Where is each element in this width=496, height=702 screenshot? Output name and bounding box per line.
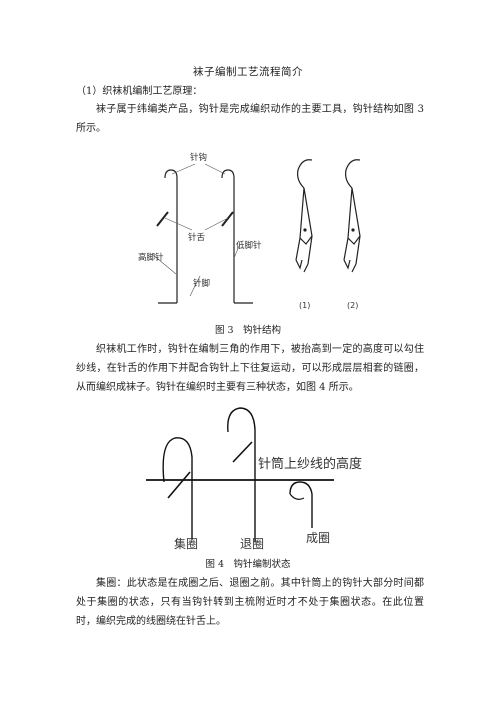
figure-needle-structure: 针钩 针舌 高脚针 低脚针 针脚 (1) (2) <box>138 152 361 310</box>
label-tuck: 集圈 <box>174 536 198 551</box>
figure-3-caption: 图 3 钩针结构 <box>214 325 282 336</box>
tuck-needle <box>162 437 193 540</box>
loop-needle <box>289 481 313 528</box>
paragraph-intro: 袜子属于纬编类产品，钩针是完成编织动作的主要工具，钩针结构如图 3 所示。 <box>76 104 424 134</box>
paragraph-machine-operation: 织袜机工作时，钩针在编制三角的作用下，被抬高到一定的高度可以勾住纱线，在针舌的作… <box>76 344 424 393</box>
page-title: 袜子编制工艺流程简介 <box>193 66 303 78</box>
label-tongue: 针舌 <box>188 232 206 243</box>
label-loop: 成圈 <box>306 531 330 545</box>
right-needle-tongue <box>221 211 234 227</box>
label-detail-2: (2) <box>347 301 358 310</box>
left-needle-shank <box>164 169 178 303</box>
figure-4-caption: 图 4 钩针编制状态 <box>205 559 291 570</box>
label-hook: 针钩 <box>190 152 207 163</box>
left-needle-tongue <box>156 211 169 227</box>
retract-needle <box>227 407 256 542</box>
figure-knitting-states: 针筒上纱线的高度 集圈 退圈 成圈 <box>146 407 362 551</box>
right-needle-shank <box>221 169 235 303</box>
needle-detail-1 <box>295 159 313 273</box>
label-yarn-height: 针筒上纱线的高度 <box>258 456 362 472</box>
label-retract: 退圈 <box>240 537 264 551</box>
section-subheading: （1）织袜机编制工艺原理： <box>76 86 203 97</box>
label-high-butt-needle: 高脚针 <box>138 252 164 263</box>
label-low-butt-needle: 低脚针 <box>236 240 262 251</box>
label-needle-butt: 针脚 <box>193 278 210 289</box>
label-detail-1: (1) <box>299 301 310 310</box>
paragraph-tuck-state: 集圈：此状态是在成圈之后、退圈之前。其中针筒上的钩针大部分时间都处于集圈的状态，… <box>76 578 424 627</box>
needle-detail-2 <box>343 159 361 273</box>
